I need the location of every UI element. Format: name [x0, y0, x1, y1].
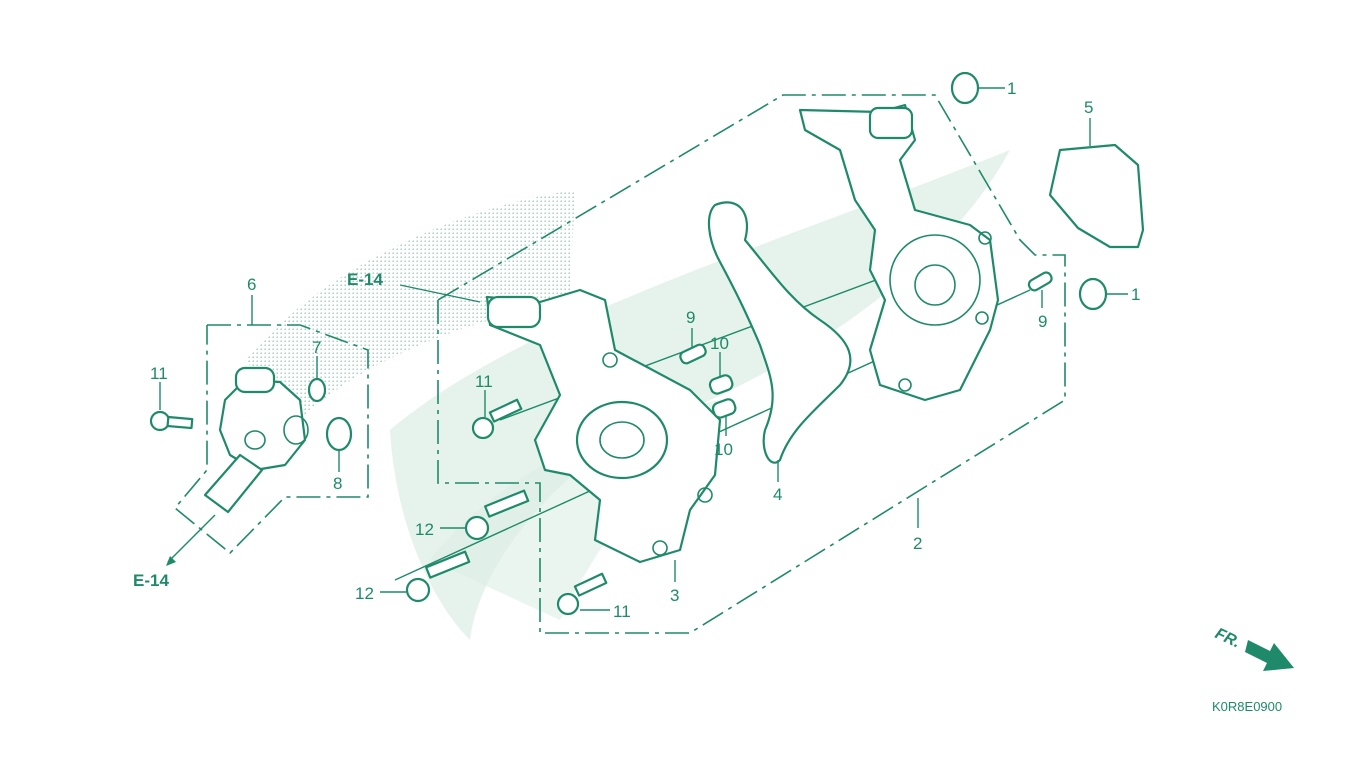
bolt-11-left	[149, 410, 194, 432]
diagram-code: K0R8E0900	[1212, 699, 1282, 714]
thermostat-gasket	[1048, 143, 1145, 249]
dowel-pin-9-left	[679, 343, 707, 365]
dowel-pin-9-right	[1027, 271, 1053, 292]
callout-6: 6	[247, 275, 256, 294]
callout-1-right: 1	[1131, 285, 1140, 304]
callout-7: 7	[312, 338, 321, 357]
callout-10-lower: 10	[714, 440, 733, 459]
bolt-11-bottom	[556, 572, 608, 616]
callout-9-left: 9	[686, 308, 695, 327]
callout-11-left: 11	[150, 364, 168, 383]
o-ring-1-top	[950, 71, 980, 105]
callout-5: 5	[1084, 98, 1093, 117]
dowel-10-lower	[711, 398, 737, 419]
callout-2: 2	[913, 534, 922, 553]
assembly-outline-6	[173, 324, 369, 555]
callout-12-lower: 12	[355, 584, 374, 603]
callout-10-upper: 10	[710, 334, 729, 353]
pump-cover-gasket	[707, 201, 852, 464]
callout-3: 3	[670, 586, 679, 605]
front-label: FR.	[1212, 625, 1243, 651]
callout-1-top: 1	[1007, 79, 1016, 98]
bolt-11-middle	[471, 398, 523, 440]
callout-4: 4	[773, 485, 782, 504]
thermostat-housing	[203, 366, 309, 514]
water-pump-cover	[485, 288, 722, 564]
leader-lines	[159, 87, 1128, 611]
bolt-12-upper	[464, 489, 530, 541]
front-direction-indicator: FR.	[1212, 625, 1294, 671]
callout-11-bottom: 11	[613, 602, 631, 621]
water-pump-body	[798, 103, 1000, 402]
callout-12-upper: 12	[415, 520, 434, 539]
front-arrow-icon	[1245, 640, 1294, 671]
dowel-10-upper	[708, 374, 734, 395]
reference-e14-top: E-14	[347, 270, 383, 289]
o-ring-7	[307, 377, 327, 403]
reference-e14-bottom: E-14	[133, 571, 169, 590]
callout-11-middle: 11	[475, 372, 493, 391]
bolt-12-lower	[405, 550, 471, 603]
o-ring-8	[325, 416, 353, 452]
assembly-outline-2	[437, 94, 1066, 634]
callout-9-right: 9	[1038, 312, 1047, 331]
callout-8: 8	[333, 474, 342, 493]
o-ring-1-right	[1078, 277, 1108, 311]
